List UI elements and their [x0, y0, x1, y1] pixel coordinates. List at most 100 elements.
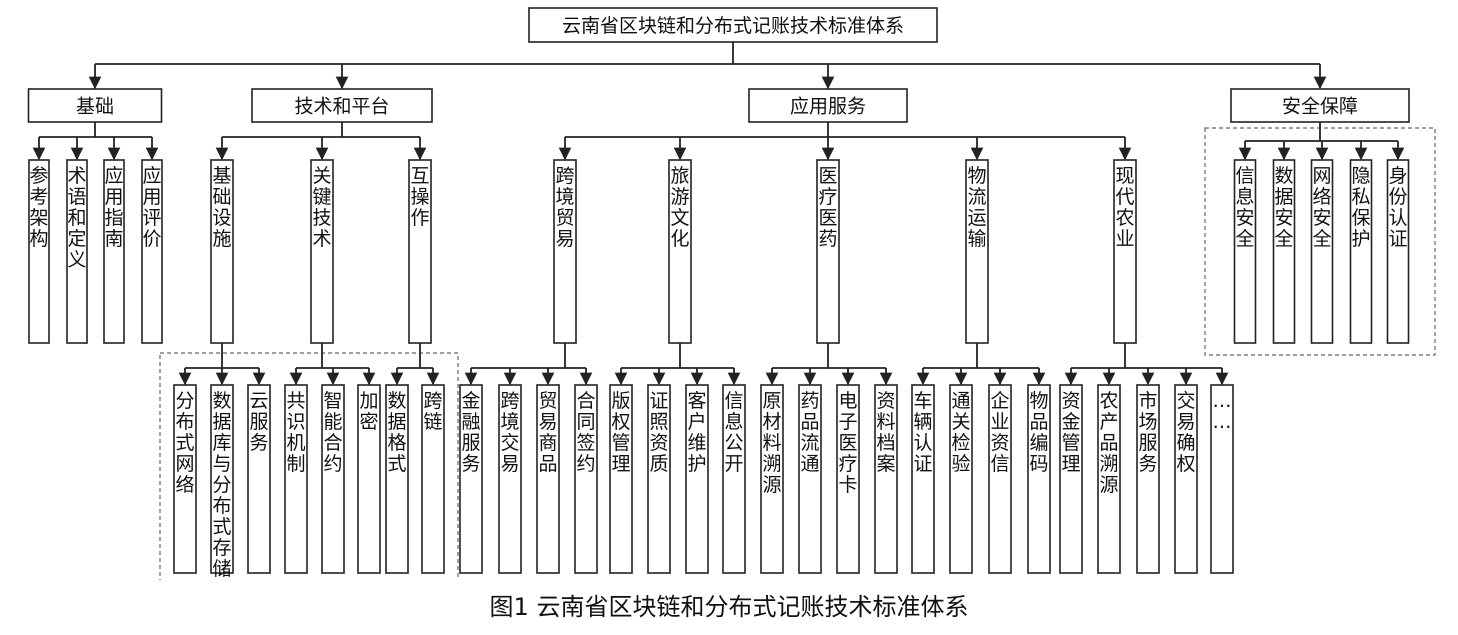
cat1-item-0-leaf-1-label: 数据库与分布式存储: [212, 390, 231, 580]
cat2-item-2-leaf-2-box: [836, 384, 860, 574]
cat2-item-4-leaf-0-box: [1059, 384, 1083, 574]
cat2-item-1-box: [668, 159, 692, 344]
cat1-item-2-leaf-0-box: [385, 384, 409, 574]
cat2-item-0-leaf-3-box: [574, 384, 598, 574]
cat1-item-1-leaf-0-label: 共识机制: [286, 390, 305, 475]
cat2-item-4-label: 现代农业: [1115, 165, 1134, 250]
cat1-item-0-leaf-0-box: [173, 384, 197, 574]
cat2-item-2-leaf-2-label: 电子医疗卡: [838, 390, 857, 496]
cat1-item-1-box: [310, 159, 334, 344]
cat3-item-2-box: [1310, 159, 1334, 344]
cat1-item-1-leaf-2-label: 加密: [359, 390, 378, 433]
cat2-item-4-leaf-1-box: [1097, 384, 1121, 574]
cat2-item-3-leaf-2-label: 企业资信: [990, 390, 1009, 475]
cat2-item-3-box: [965, 159, 989, 344]
cat2-item-0-leaf-1-label: 跨境交易: [500, 390, 519, 475]
cat3-item-3-label: 隐私保护: [1351, 165, 1370, 250]
cat2-item-2-leaf-0-label: 原材料溯源: [762, 390, 781, 496]
cat2-item-1-leaf-1-box: [647, 384, 671, 574]
cat3-item-4-label: 身份认证: [1388, 165, 1407, 250]
cat3-item-1-label: 数据安全: [1274, 165, 1293, 250]
cat2-item-0-leaf-2-box: [536, 384, 560, 574]
category-1-label: 技术和平台: [294, 96, 389, 118]
cat2-item-1-leaf-3-label: 信息公开: [724, 390, 743, 475]
cat1-item-1-leaf-1-label: 智能合约: [323, 390, 342, 475]
cat2-item-3-leaf-1-box: [949, 384, 973, 574]
cat2-item-1-leaf-3-box: [722, 384, 746, 574]
cat0-item-1-label: 术语和定义: [67, 165, 86, 271]
cat0-item-1-box: [66, 159, 88, 344]
cat2-item-4-box: [1113, 159, 1137, 344]
cat2-item-3-leaf-0-label: 车辆认证: [913, 390, 932, 475]
cat2-item-4-leaf-0-label: 资金管理: [1061, 390, 1080, 475]
cat3-item-3-box: [1349, 159, 1373, 344]
cat1-item-0-leaf-2-label: 云服务: [249, 390, 268, 454]
cat2-item-3-leaf-1-label: 通关检验: [951, 390, 970, 475]
cat1-item-0-leaf-0-label: 分布式网络: [175, 390, 194, 496]
cat2-item-0-leaf-3-label: 合同签约: [576, 390, 595, 475]
cat1-item-0-box: [210, 159, 234, 344]
cat2-item-4-leaf-3-label: 交易确权: [1176, 390, 1195, 475]
cat2-item-2-leaf-1-label: 药品流通: [800, 390, 819, 475]
cat2-item-4-leaf-4-box: [1210, 384, 1234, 574]
cat2-item-3-leaf-2-box: [988, 384, 1012, 574]
cat3-item-2-label: 网络安全: [1312, 165, 1331, 250]
cat2-item-3-leaf-3-box: [1027, 384, 1051, 574]
cat1-item-1-label: 关键技术: [312, 165, 331, 250]
cat2-item-4-leaf-4-label: ……: [1213, 390, 1232, 433]
figure-caption: 图1 云南省区块链和分布式记账技术标准体系: [489, 593, 969, 621]
category-3-box: [1230, 88, 1410, 123]
cat2-item-3-leaf-3-label: 物品编码: [1029, 390, 1048, 475]
cat2-item-0-leaf-0-box: [459, 384, 483, 574]
cat2-item-4-leaf-3-box: [1174, 384, 1198, 574]
cat2-item-2-leaf-1-box: [798, 384, 822, 574]
cat2-item-2-leaf-0-box: [760, 384, 784, 574]
cat0-item-3-label: 应用评价: [142, 165, 161, 250]
cat2-item-1-leaf-2-box: [685, 384, 709, 574]
cat0-item-2-box: [103, 159, 125, 344]
cat3-item-0-label: 信息安全: [1235, 165, 1254, 250]
category-2-label: 应用服务: [790, 96, 866, 118]
cat2-item-3-leaf-0-box: [911, 384, 935, 574]
cat1-item-0-leaf-1-box: [210, 384, 234, 574]
cat2-item-1-leaf-2-label: 客户维护: [687, 390, 706, 475]
cat1-item-2-box: [408, 159, 432, 344]
cat2-item-4-leaf-1-label: 农产品溯源: [1099, 390, 1118, 496]
cat1-item-2-label: 互操作: [410, 165, 429, 229]
root-box: [528, 7, 938, 43]
category-0-box: [27, 88, 163, 123]
cat2-item-1-leaf-1-label: 证照资质: [649, 390, 668, 475]
cat1-item-1-leaf-0-box: [284, 384, 308, 574]
root-label: 云南省区块链和分布式记账技术标准体系: [562, 15, 904, 37]
cat2-item-1-leaf-0-box: [609, 384, 633, 574]
cat3-item-0-box: [1233, 159, 1257, 344]
cat3-item-4-box: [1386, 159, 1410, 344]
cat2-item-2-leaf-3-box: [874, 384, 898, 574]
tech-platform-subitems-group: [159, 352, 459, 580]
cat1-item-0-label: 基础设施: [212, 165, 231, 250]
cat2-item-4-leaf-2-label: 市场服务: [1138, 390, 1157, 475]
cat2-item-0-label: 跨境贸易: [555, 165, 574, 250]
cat2-item-1-label: 旅游文化: [670, 165, 689, 250]
category-2-box: [748, 88, 908, 123]
cat0-item-0-label: 参考架构: [29, 165, 48, 250]
cat0-item-3-box: [141, 159, 163, 344]
cat1-item-2-leaf-1-label: 跨链: [423, 390, 442, 433]
cat2-item-0-leaf-1-box: [498, 384, 522, 574]
cat2-item-1-leaf-0-label: 版权管理: [611, 390, 630, 475]
category-3-label: 安全保障: [1282, 96, 1358, 118]
cat1-item-0-leaf-2-box: [247, 384, 271, 574]
cat2-item-2-label: 医疗医药: [818, 165, 837, 250]
cat2-item-3-label: 物流运输: [967, 165, 986, 250]
cat2-item-0-leaf-2-label: 贸易商品: [538, 390, 557, 475]
cat1-item-1-leaf-1-box: [321, 384, 345, 574]
cat0-item-0-box: [28, 159, 50, 344]
cat2-item-2-box: [816, 159, 840, 344]
cat0-item-2-label: 应用指南: [104, 165, 123, 250]
cat3-item-1-box: [1272, 159, 1296, 344]
cat2-item-2-leaf-3-label: 资料档案: [876, 390, 895, 475]
cat1-item-2-leaf-0-label: 数据格式: [387, 390, 406, 475]
cat2-item-0-box: [553, 159, 577, 344]
category-1-box: [251, 88, 433, 123]
cat1-item-1-leaf-2-box: [357, 384, 381, 574]
